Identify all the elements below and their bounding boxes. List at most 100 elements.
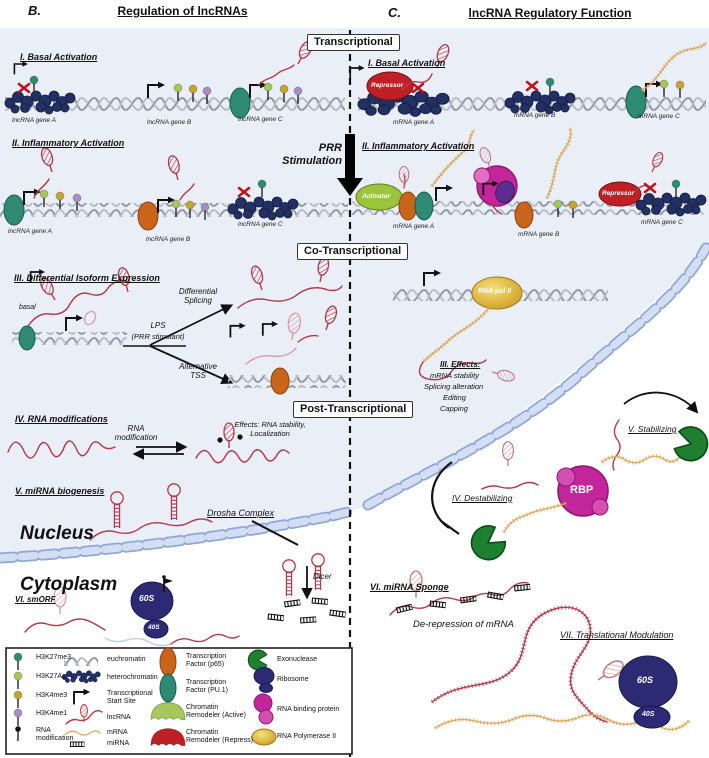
unmodified-rna bbox=[7, 440, 116, 459]
transcriptional-badge: Transcriptional bbox=[307, 34, 400, 51]
alt-tss-isoform bbox=[245, 303, 340, 365]
mirna-sponge bbox=[389, 570, 530, 616]
legend-item: Transcription Factor (PU.1) bbox=[186, 679, 229, 694]
section-b5: V. miRNA biogenesis bbox=[15, 486, 105, 496]
legend-item: Ribosome bbox=[277, 676, 309, 683]
effect-item: mRNA stability bbox=[430, 371, 479, 380]
mrna-transcript bbox=[430, 128, 476, 188]
section-b2: II. Inflammatory Activation bbox=[12, 138, 125, 148]
legend-item: Transcriptional Start Site bbox=[107, 690, 153, 705]
rna-binding-complex bbox=[473, 145, 518, 215]
nascent-transcript bbox=[418, 306, 517, 384]
mrna-icon bbox=[65, 730, 101, 736]
gene-label: mRNA gene B bbox=[514, 112, 556, 119]
spliced-isoform bbox=[237, 255, 343, 309]
modified-rna bbox=[195, 422, 290, 464]
nuclear-envelope bbox=[0, 242, 709, 564]
pu1-factor bbox=[18, 325, 36, 351]
gene-label: mRNA gene A bbox=[393, 223, 435, 230]
ribosome-40s-label: 40S bbox=[642, 711, 655, 718]
enhancer-lncrna bbox=[398, 165, 410, 189]
lps-label: LPS bbox=[150, 321, 166, 330]
repressor-label: Repressor bbox=[602, 190, 635, 197]
pu1-factor bbox=[625, 85, 647, 119]
legend-item: heterochromatin bbox=[107, 674, 158, 681]
section-b6: VI. smORF bbox=[15, 595, 56, 604]
repressor-label: Repressor bbox=[371, 82, 404, 89]
dna-helix bbox=[12, 332, 127, 345]
section-c1: I. Basal Activation bbox=[368, 58, 446, 68]
euchromatin-icon bbox=[64, 655, 98, 666]
legend-item: Chromatin Remodeler (Active) bbox=[186, 704, 246, 719]
translational-lncrna bbox=[430, 605, 627, 724]
legend-item: H3K4me3 bbox=[36, 692, 68, 699]
derepression-label: De-repression of mRNA bbox=[413, 619, 514, 630]
rna-polymerase-icon bbox=[251, 728, 277, 746]
p65-factor bbox=[398, 191, 418, 221]
legend-item: euchromatin bbox=[107, 656, 146, 663]
gene-label: mRNA gene C bbox=[641, 219, 683, 226]
panel-b-title: Regulation of lncRNAs bbox=[117, 4, 248, 18]
rna-modification-arrows bbox=[132, 441, 188, 460]
drosha-label: Drosha Complex bbox=[207, 508, 275, 518]
translated-mrna bbox=[433, 712, 691, 732]
dna-helix bbox=[5, 97, 345, 111]
nucleus-label: Nucleus bbox=[20, 523, 94, 544]
drosha-pointer bbox=[251, 520, 299, 546]
legend-item: RNA Polymerase II bbox=[277, 733, 337, 740]
repressing-lncrna bbox=[401, 42, 452, 91]
differential-splicing-label: Differential Splicing bbox=[178, 287, 218, 306]
co-transcriptional-badge: Co-Transcriptional bbox=[297, 243, 409, 260]
legend-item: H3K27me3 bbox=[36, 654, 72, 661]
lncrna-transcript bbox=[165, 153, 195, 201]
basal-lncrna bbox=[27, 265, 134, 327]
rna-pol-ii bbox=[471, 276, 523, 310]
section-b4: IV. RNA modifications bbox=[15, 414, 108, 424]
basal-label: basal bbox=[19, 304, 36, 311]
legend-item: H3K4me1 bbox=[36, 710, 68, 717]
dicer-label: Dicer bbox=[313, 572, 332, 581]
gene-label: lncRNA gene A bbox=[8, 228, 52, 235]
rna-pol-ii-label: RNA pol II bbox=[478, 288, 512, 295]
effects-title: III. Effects: bbox=[440, 360, 481, 369]
effect-item: Capping bbox=[440, 404, 468, 413]
gene-label: mRNA gene A bbox=[393, 119, 435, 126]
pu1-factor bbox=[3, 194, 25, 226]
stabilizing-label: V. Stabilizing bbox=[628, 424, 677, 434]
destabilized-rna bbox=[481, 441, 567, 534]
legend-item: miRNA bbox=[107, 740, 130, 747]
p65-factor bbox=[270, 367, 290, 395]
destabilizing-label: IV. Destabilizing bbox=[452, 493, 513, 503]
lncrna-transcript bbox=[257, 38, 315, 87]
ribosome-icon bbox=[253, 667, 275, 693]
lps-branch-arrows bbox=[123, 304, 234, 384]
prr-arrow bbox=[337, 134, 363, 196]
legend-item: Chromatin Remodeler (Repress) bbox=[186, 729, 253, 744]
legend-item: Exonuclease bbox=[277, 656, 318, 663]
ribosome-60s-label: 60S bbox=[139, 593, 155, 603]
smorf-mrna bbox=[24, 586, 240, 647]
rbp-protein bbox=[556, 465, 609, 517]
legend-item: H3K27Ac bbox=[36, 673, 66, 680]
p65-factor bbox=[514, 201, 534, 229]
stabilized-rna bbox=[600, 419, 682, 471]
panel-b-label: B. bbox=[28, 3, 41, 18]
legend-item: Transcription Factor (p65) bbox=[186, 653, 227, 668]
gene-label: lncRNA gene C bbox=[238, 221, 283, 228]
repressor-protein bbox=[598, 181, 642, 207]
destabilizing-inhibition-arc bbox=[431, 461, 460, 535]
p65-factor bbox=[137, 201, 159, 231]
effect-item: Editing bbox=[443, 393, 466, 402]
prr-stimulant-label: (PRR stimulant) bbox=[131, 332, 185, 341]
prr-stimulation-label: PRR Stimulation bbox=[282, 142, 342, 167]
pu1-factor bbox=[414, 191, 434, 221]
legend-item: RNA modification bbox=[36, 727, 74, 742]
section-b1: I. Basal Activation bbox=[20, 52, 98, 62]
activator-label: Activator bbox=[362, 193, 391, 200]
translational-label: VII. Translational Modulation bbox=[560, 630, 674, 640]
pri-mirna bbox=[89, 484, 213, 541]
gene-label: mRNA gene C bbox=[638, 113, 680, 120]
section-c2: II. Inflammatory Activation bbox=[362, 141, 475, 151]
